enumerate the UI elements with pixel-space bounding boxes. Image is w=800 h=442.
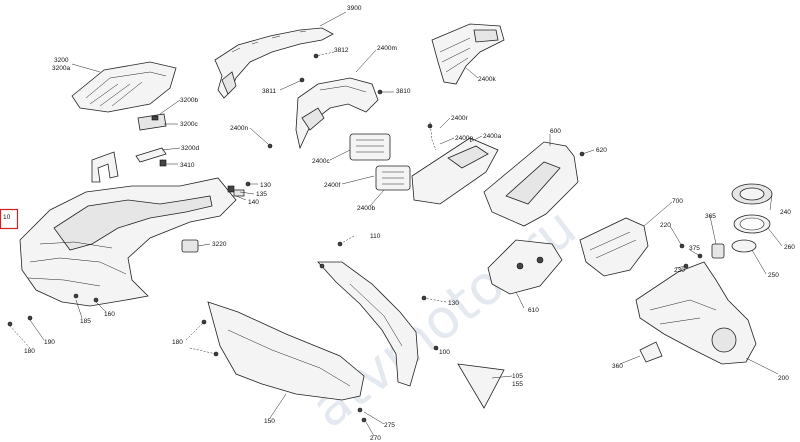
- part-2400c-module: [349, 133, 391, 161]
- callout-3900: 3900: [347, 5, 362, 12]
- part-3200-lid: [71, 61, 177, 113]
- part-200-console: [635, 261, 757, 365]
- callout-2400a: 2400a: [483, 133, 501, 140]
- callout-135: 135: [256, 191, 267, 198]
- callout-155: 155: [512, 381, 523, 388]
- callout-185: 185: [80, 318, 91, 325]
- callout-3200d: 3200d: [181, 145, 199, 152]
- part-2400b-box: [375, 165, 411, 191]
- part-3200b-hinge: [137, 113, 167, 131]
- callout-360: 360: [612, 363, 623, 370]
- part-260-gasket: [733, 214, 771, 234]
- callout-2400f: 2400f: [324, 182, 340, 189]
- callout-100: 100: [439, 349, 450, 356]
- callout-230: 230: [674, 267, 685, 274]
- callout-220: 220: [660, 222, 671, 229]
- watermark: atvmotor.ru: [299, 195, 588, 440]
- callout-160: 160: [104, 311, 115, 318]
- part-135-140-clips: [227, 185, 245, 197]
- part-3220-connector: [181, 239, 199, 253]
- part-2400k-duct: [431, 23, 505, 85]
- callout-10: 10: [3, 214, 11, 221]
- part-600-panel: [483, 141, 579, 227]
- part-610-plate: [487, 239, 563, 295]
- callout-3200a: 3200a: [52, 65, 70, 72]
- callout-2400k: 2400k: [478, 76, 496, 83]
- part-3200d-latch: [135, 147, 167, 163]
- part-2400a-frame: [411, 137, 499, 205]
- part-3410-screw: [159, 159, 167, 167]
- part-360-clip: [639, 341, 663, 363]
- callout-2400b: 2400b: [357, 205, 375, 212]
- callout-3810: 3810: [396, 88, 411, 95]
- callout-375: 375: [689, 245, 700, 252]
- callout-180-left: 180: [24, 348, 35, 355]
- callout-200: 200: [778, 375, 789, 382]
- part-700-trim: [579, 217, 649, 277]
- callout-600: 600: [550, 128, 561, 135]
- part-3900-bracket: [214, 27, 334, 99]
- callout-700: 700: [672, 198, 683, 205]
- callout-3220: 3220: [212, 241, 227, 248]
- callout-105: 105: [512, 373, 523, 380]
- callout-2400r: 2400r: [451, 115, 468, 122]
- callout-140: 140: [248, 199, 259, 206]
- part-100-side-panel: [317, 261, 419, 387]
- part-10-dashboard: [19, 177, 237, 307]
- callout-250: 250: [768, 272, 779, 279]
- part-2400m-support: [295, 77, 379, 150]
- part-365-cap: [711, 243, 725, 259]
- leader-lines: [9, 11, 783, 437]
- callout-3812: 3812: [334, 47, 349, 54]
- callout-3200c: 3200c: [180, 121, 198, 128]
- part-150-side-panel: [207, 301, 365, 401]
- part-3410-clip: [91, 151, 119, 183]
- callout-130-lower: 130: [448, 300, 459, 307]
- callout-2400c: 2400c: [312, 158, 330, 165]
- part-240-ring: [731, 183, 773, 205]
- callout-150: 150: [264, 418, 275, 425]
- callout-3811: 3811: [262, 88, 276, 95]
- callout-130-upper: 130: [260, 182, 271, 189]
- part-105-155-cover: [457, 363, 505, 409]
- callout-620: 620: [596, 147, 607, 154]
- callout-610: 610: [528, 307, 539, 314]
- callout-365: 365: [705, 213, 716, 220]
- callout-275: 275: [384, 422, 395, 429]
- callout-180-mid: 180: [172, 339, 183, 346]
- callout-labels: 3900 3812 2400m 3200 3200a 3811 3810 240…: [3, 5, 795, 442]
- callout-3200: 3200: [54, 57, 69, 64]
- callout-2400m: 2400m: [377, 45, 397, 52]
- callout-3200b: 3200b: [180, 97, 198, 104]
- callout-240: 240: [780, 209, 791, 216]
- callout-260: 260: [784, 244, 795, 251]
- callout-2400p: 2400p: [455, 135, 473, 142]
- callout-2400n: 2400n: [230, 125, 248, 132]
- callout-110: 110: [370, 233, 381, 240]
- callout-270: 270: [370, 435, 381, 442]
- part-250-ring: [731, 239, 757, 253]
- callout-3410: 3410: [180, 162, 195, 169]
- highlight-box: [0, 208, 19, 230]
- callout-190: 190: [44, 339, 55, 346]
